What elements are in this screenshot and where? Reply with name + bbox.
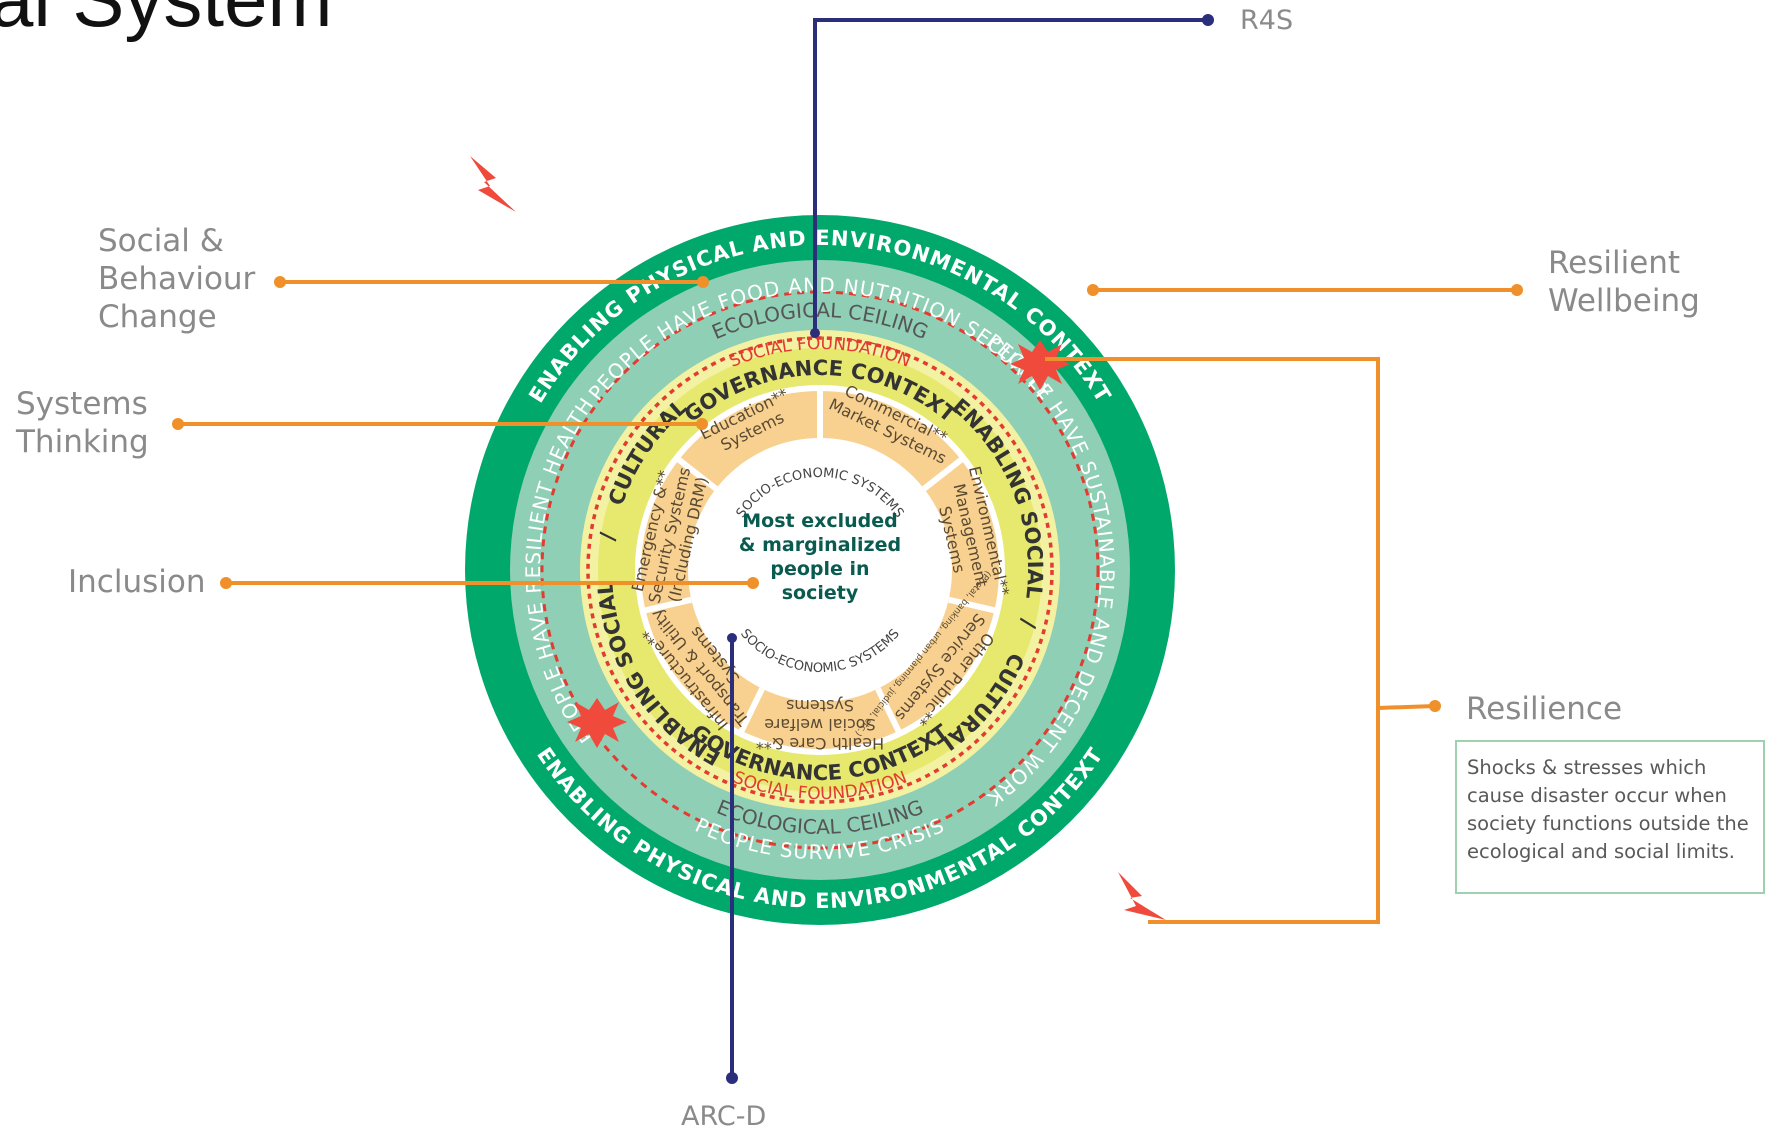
ecological-ceiling-dotted — [540, 290, 1100, 850]
r4s-connector — [813, 18, 1208, 333]
r4s-end-dot — [1202, 14, 1214, 26]
segment-divider — [673, 454, 718, 492]
segment-divider — [875, 687, 904, 737]
resilience-note-box: Shocks & stresses which cause disaster o… — [1455, 740, 1765, 894]
inclusion-dot — [220, 577, 232, 589]
connectors — [178, 18, 1517, 1078]
wellbeing-end-dot — [1511, 284, 1523, 296]
segment-label: Systems — [786, 696, 854, 715]
lightning-icon — [1118, 872, 1166, 920]
center-ring-border — [635, 385, 1005, 755]
callout-arc-d: ARC-D — [681, 1101, 767, 1132]
resilience-connector — [1377, 704, 1436, 710]
arcd-end-dot — [726, 1072, 738, 1084]
wellbeing-dot — [1087, 284, 1099, 296]
shock-burst-icon — [567, 698, 627, 748]
slash-left: / — [595, 530, 620, 542]
callout-r4s: R4S — [1240, 5, 1294, 36]
center-text: Most excluded & marginalized people in s… — [739, 510, 901, 604]
lightning-icon — [470, 156, 516, 212]
center-line-3: people in — [770, 558, 869, 580]
center-line-2: & marginalized — [739, 534, 901, 556]
center-circle — [688, 438, 952, 702]
social-foundation-dotted — [586, 336, 1054, 804]
systems-dot — [172, 418, 184, 430]
r4s-dot — [810, 328, 820, 338]
arcd-dot — [727, 633, 737, 643]
segment-divider — [947, 596, 1000, 615]
resilience-dot — [1429, 700, 1441, 712]
systems-end-dot — [696, 418, 708, 430]
segment-divider — [640, 596, 693, 615]
inclusion-end-dot — [747, 577, 759, 589]
segment-label: Health Care &** — [756, 734, 884, 753]
connector-dots — [172, 14, 1523, 1084]
segment-divider — [922, 454, 967, 492]
center-line-1: Most excluded — [742, 510, 898, 532]
page-title: al System — [0, 0, 332, 44]
sbc-end-dot — [697, 276, 709, 288]
segment-divider — [736, 687, 765, 737]
callout-resilient-wellbeing: Resilient Wellbeing — [1548, 245, 1700, 319]
segment-dividers — [640, 386, 1000, 737]
callout-resilience: Resilience — [1466, 691, 1623, 727]
center-line-4: society — [782, 582, 859, 604]
callout-social-behaviour-change: Social & Behaviour Change — [98, 223, 256, 335]
callout-systems-thinking: Systems Thinking — [16, 386, 149, 460]
sbc-dot — [274, 276, 286, 288]
callout-inclusion: Inclusion — [68, 564, 206, 600]
segment-label: Social welfare — [764, 715, 875, 734]
resilience-bracket — [1045, 357, 1380, 924]
shock-burst-icon — [1010, 340, 1070, 390]
